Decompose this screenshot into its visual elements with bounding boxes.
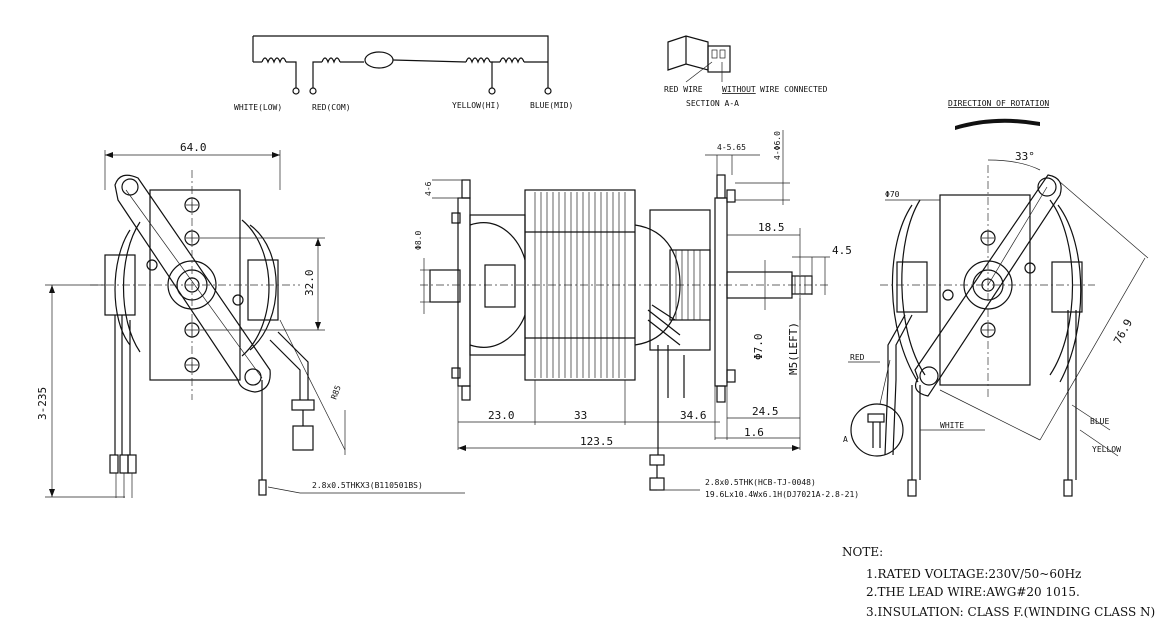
label-red-wire: RED WIRE (664, 85, 703, 94)
label-detail-a: A (843, 435, 848, 444)
dim-4-5: 4.5 (832, 244, 852, 257)
notes-title: NOTE: (842, 545, 883, 559)
dim-4-565: 4-5.65 (717, 143, 746, 152)
dim-m5: M5(LEFT) (787, 322, 800, 375)
label-white: WHITE (940, 421, 964, 430)
label-red: RED (850, 353, 865, 362)
dim-r85: R85 (329, 384, 342, 401)
stator-laminations (534, 192, 626, 378)
dim-d8: Φ8.0 (414, 231, 423, 250)
section-a-a: RED WIRE WITHOUT WIRE CONNECTED SECTION … (664, 35, 828, 108)
label-direction: DIRECTION OF ROTATION (948, 99, 1049, 108)
label-connector-front: 2.8x0.5THKX3(B110501BS) (312, 481, 423, 490)
label-connector-side-1: 2.8x0.5THK(HCB-TJ-0048) (705, 478, 816, 487)
label-yellow-hi: YELLOW(HI) (452, 101, 500, 110)
dim-3-235: 3-235 (36, 387, 49, 420)
label-yellow: YELLOW (1092, 445, 1121, 454)
dim-23: 23.0 (488, 409, 515, 422)
label-wire-connected: WIRE CONNECTED (760, 85, 828, 94)
label-blue: BLUE (1090, 417, 1109, 426)
circuit-schematic: WHITE(LOW) RED(COM) YELLOW(HI) BLUE(MID) (234, 35, 573, 112)
dim-33: 33 (574, 409, 587, 422)
dim-24-5: 24.5 (752, 405, 779, 418)
notes: NOTE: 1.RATED VOLTAGE:230V/50~60Hz 2.THE… (842, 545, 1155, 619)
label-white-low: WHITE(LOW) (234, 103, 282, 112)
dim-76-9: 76.9 (1111, 317, 1135, 347)
label-without: WITHOUT (722, 85, 756, 94)
dim-1-6: 1.6 (744, 426, 764, 439)
side-view: 4-6 Φ8.0 4-5.65 4-Φ6.0 18.5 4.5 Φ7.0 M5(… (414, 130, 859, 499)
dim-32: 32.0 (303, 270, 316, 297)
dim-123-5: 123.5 (580, 435, 613, 448)
dim-angle-33: 33° (1015, 150, 1035, 163)
label-blue-mid: BLUE(MID) (530, 101, 573, 110)
dim-d70: Φ70 (885, 190, 900, 199)
dim-18-5: 18.5 (758, 221, 785, 234)
dim-4-6: 4-6 (424, 181, 433, 196)
label-red-com: RED(COM) (312, 103, 351, 112)
label-connector-side-2: 19.6Lx10.4Wx6.1H(DJ7021A-2.8-21) (705, 490, 859, 499)
front-view: 64.0 32.0 R85 (36, 141, 465, 498)
rotation-indicator: DIRECTION OF ROTATION (948, 99, 1049, 130)
dim-d7: Φ7.0 (752, 334, 765, 361)
note-1: 1.RATED VOLTAGE:230V/50~60Hz (866, 567, 1081, 581)
note-2: 2.THE LEAD WIRE:AWG#20 1015. (866, 585, 1080, 599)
rear-view: 33° Φ70 76.9 RED WHITE BLUE YELLOW A (843, 150, 1149, 497)
dim-34-6: 34.6 (680, 409, 707, 422)
dim-4-d6: 4-Φ6.0 (773, 131, 782, 160)
note-3: 3.INSULATION: CLASS F.(WINDING CLASS N) (866, 605, 1155, 619)
section-title: SECTION A-A (686, 99, 739, 108)
dim-width-64: 64.0 (180, 141, 207, 154)
